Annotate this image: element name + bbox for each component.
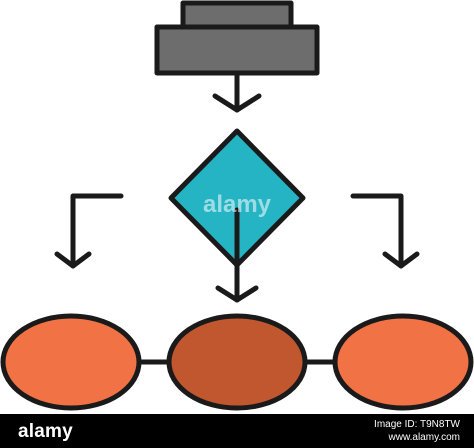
image-id: Image ID: T9N8TW	[374, 419, 460, 430]
output-middle-ellipse	[166, 313, 308, 411]
watermark-bar: alamy Image ID: T9N8TW www.alamy.com	[0, 414, 474, 448]
flowchart-diagram: alamy	[0, 0, 474, 411]
alamy-logo: alamy	[18, 421, 73, 442]
arrowhead-to-decision	[212, 93, 262, 113]
center-watermark: alamy	[203, 191, 272, 218]
arrow-to-right	[350, 193, 404, 269]
site-url: www.alamy.com	[388, 432, 461, 443]
watermark-meta: Image ID: T9N8TW www.alamy.com	[374, 418, 460, 444]
process-box-top	[180, 0, 294, 30]
output-left-ellipse	[0, 313, 142, 411]
arrowhead-to-right	[382, 251, 420, 269]
arrowhead-to-left	[54, 251, 92, 269]
process-box	[154, 24, 320, 76]
arrow-to-left	[70, 193, 124, 269]
arrowhead-to-middle	[215, 285, 259, 303]
output-right-ellipse	[332, 313, 474, 411]
